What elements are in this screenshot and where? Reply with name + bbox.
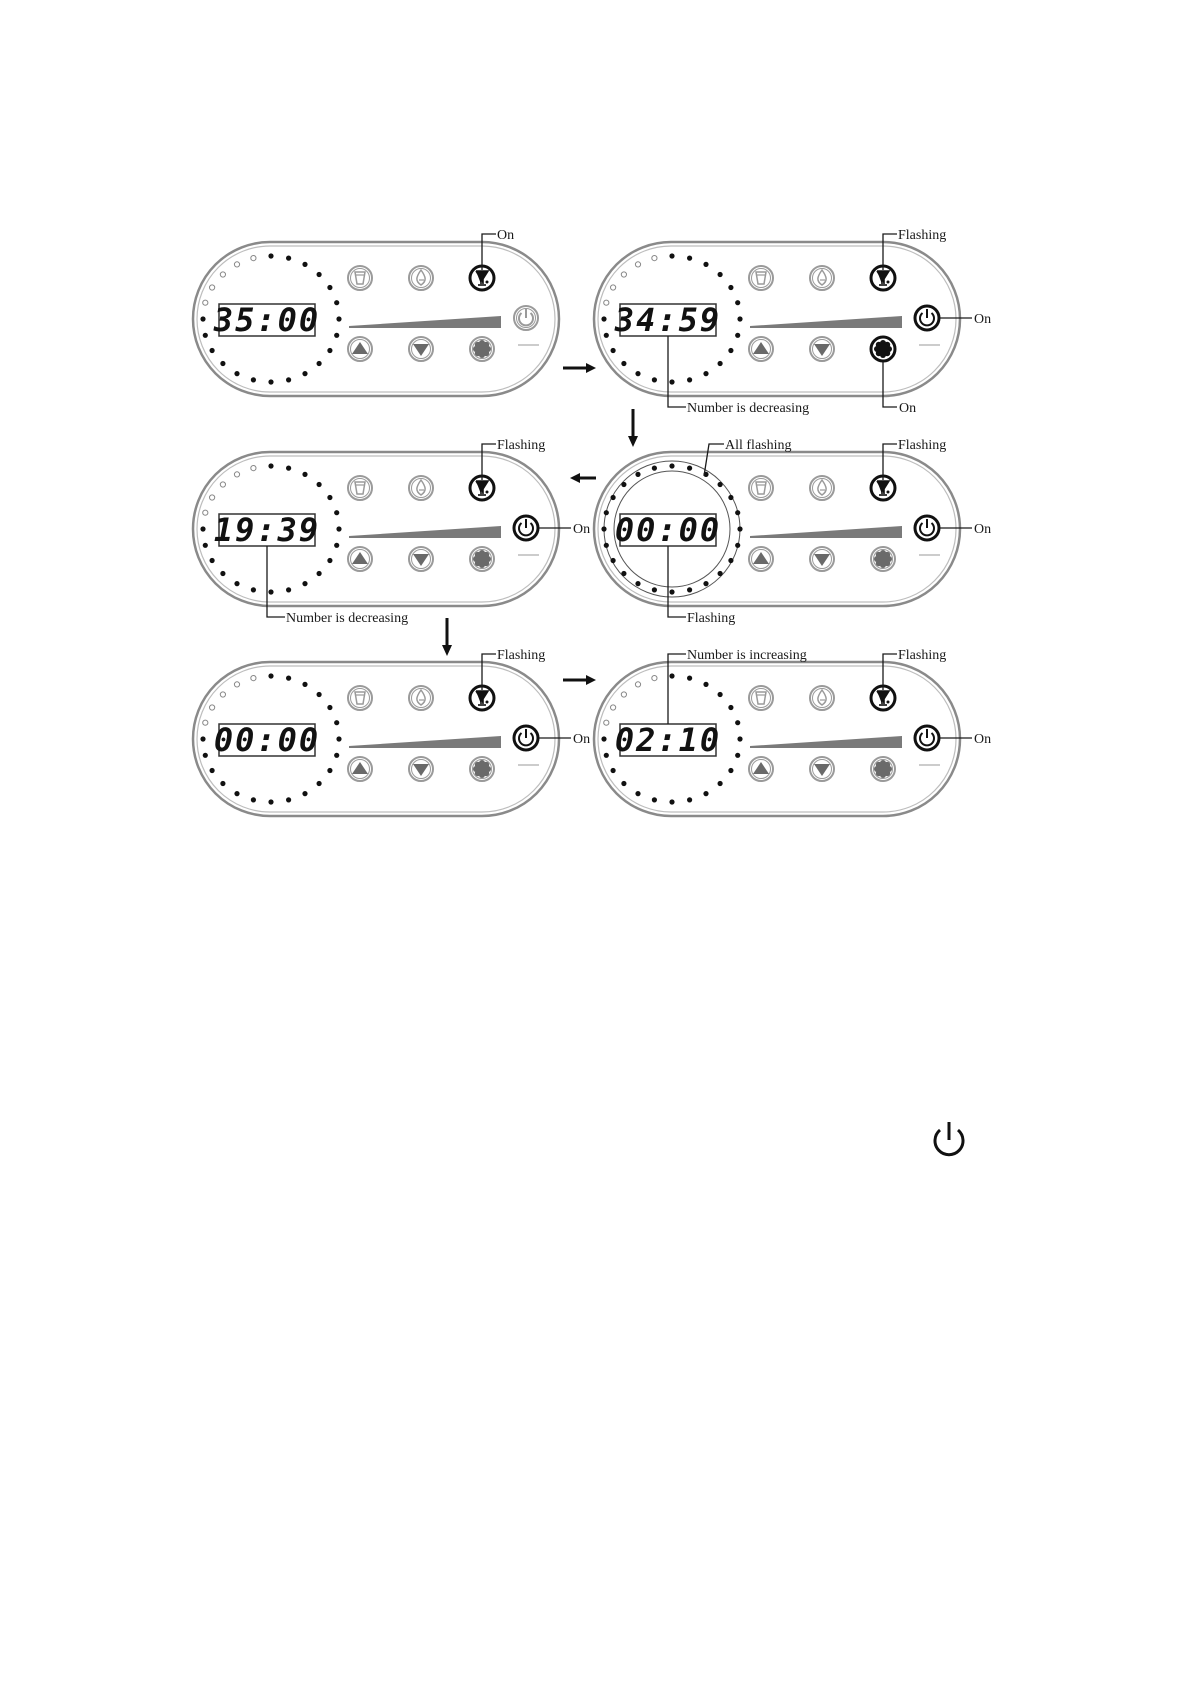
- drop-icon: [409, 266, 433, 290]
- time-digits: 19:39: [214, 511, 320, 549]
- time-display: 00:00: [214, 721, 320, 759]
- up-arrow-icon: [749, 337, 773, 361]
- panel-p1: 35:00 On: [193, 228, 559, 396]
- cup-icon: [749, 476, 773, 500]
- drop-icon: [409, 476, 433, 500]
- power-icon: [915, 516, 939, 540]
- up-arrow-icon: [348, 547, 372, 571]
- callout-label: Number is decreasing: [687, 401, 809, 416]
- power-icon: [915, 306, 939, 330]
- drop-icon: [810, 686, 834, 710]
- callout-label: Number is decreasing: [286, 611, 408, 626]
- callout-label: On: [974, 522, 991, 537]
- time-display: 19:39: [214, 511, 320, 549]
- cup-icon: [348, 476, 372, 500]
- time-display: 02:10: [615, 721, 721, 759]
- gear-icon: [470, 337, 494, 361]
- time-digits: 00:00: [214, 721, 320, 759]
- callout-label: On: [974, 312, 991, 327]
- callout-label: Flashing: [898, 648, 946, 663]
- up-arrow-icon: [348, 757, 372, 781]
- callout-label: Flashing: [898, 228, 946, 243]
- flow-arrow-2-3: [628, 409, 638, 447]
- time-display: 34:59: [614, 301, 721, 339]
- power-icon: [514, 306, 538, 330]
- time-digits: 00:00: [615, 511, 721, 549]
- power-icon: [915, 726, 939, 750]
- drop-icon: [409, 686, 433, 710]
- gear-icon: [871, 757, 895, 781]
- drop-icon: [810, 266, 834, 290]
- flow-arrow-3-4: [570, 473, 596, 483]
- gear-icon: [470, 757, 494, 781]
- up-arrow-icon: [348, 337, 372, 361]
- callout-label: Flashing: [898, 438, 946, 453]
- cup-icon: [749, 266, 773, 290]
- up-arrow-icon: [749, 547, 773, 571]
- drop-icon: [810, 476, 834, 500]
- time-digits: 35:00: [213, 301, 320, 339]
- callout-label: Flashing: [687, 611, 735, 626]
- flow-arrow-1-2: [563, 363, 596, 373]
- down-arrow-icon: [810, 337, 834, 361]
- time-display: 35:00: [213, 301, 320, 339]
- cup-icon: [749, 686, 773, 710]
- up-arrow-icon: [749, 757, 773, 781]
- time-display: 00:00: [615, 511, 721, 549]
- down-arrow-icon: [810, 547, 834, 571]
- down-arrow-icon: [409, 547, 433, 571]
- power-icon: [935, 1122, 963, 1155]
- time-digits: 02:10: [615, 721, 721, 759]
- cup-icon: [348, 686, 372, 710]
- callout-label: On: [497, 228, 514, 243]
- gear-icon: [871, 337, 895, 361]
- callout-label: On: [573, 522, 590, 537]
- callout-label: Flashing: [497, 438, 545, 453]
- power-icon: [514, 726, 538, 750]
- flow-arrow-5-6: [563, 675, 596, 685]
- gear-icon: [470, 547, 494, 571]
- callout-label: Flashing: [497, 648, 545, 663]
- gear-icon: [871, 547, 895, 571]
- callout-label: On: [573, 732, 590, 747]
- callout-label: On: [899, 401, 916, 416]
- callout-label: All flashing: [725, 438, 792, 453]
- callout-label: On: [974, 732, 991, 747]
- callout-label: Number is increasing: [687, 648, 807, 663]
- time-digits: 34:59: [614, 301, 721, 339]
- power-icon: [514, 516, 538, 540]
- down-arrow-icon: [409, 337, 433, 361]
- flow-arrow-4-5: [442, 618, 452, 656]
- down-arrow-icon: [810, 757, 834, 781]
- down-arrow-icon: [409, 757, 433, 781]
- cup-icon: [348, 266, 372, 290]
